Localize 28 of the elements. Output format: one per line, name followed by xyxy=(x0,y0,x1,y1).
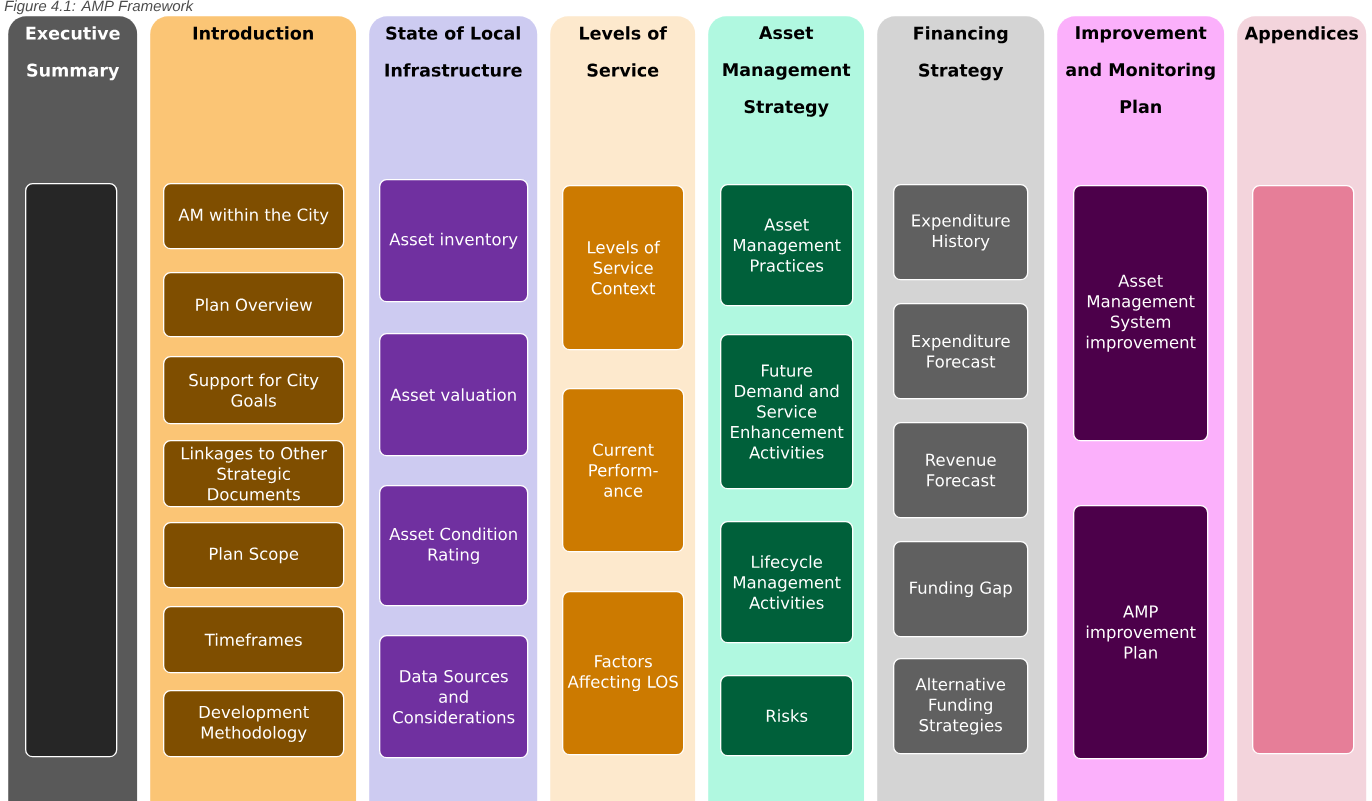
section-box: Current Perform- ance xyxy=(562,388,685,553)
section-box: Asset Management System improvement xyxy=(1073,185,1209,442)
section-box: Lifecycle Management Activities xyxy=(720,521,854,644)
section-box: Expenditure History xyxy=(893,184,1029,281)
section-box: Funding Gap xyxy=(893,541,1029,638)
section-box: Timeframes xyxy=(163,606,345,674)
section-box: Asset Management Practices xyxy=(720,184,854,307)
section-box: Asset valuation xyxy=(379,333,529,457)
section-box: Revenue Forecast xyxy=(893,422,1029,519)
section-box: Risks xyxy=(720,675,854,757)
section-box: AM within the City xyxy=(163,183,345,250)
section-box: Alternative Funding Strategies xyxy=(893,658,1029,755)
empty-box xyxy=(25,183,118,758)
section-box: Asset inventory xyxy=(379,179,529,303)
empty-box xyxy=(1252,185,1355,755)
section-box: Plan Scope xyxy=(163,522,345,589)
section-box: Development Methodology xyxy=(163,690,345,758)
section-box: Support for City Goals xyxy=(163,356,345,425)
section-box: Asset Condition Rating xyxy=(379,485,529,607)
section-box: Expenditure Forecast xyxy=(893,303,1029,400)
section-box: Linkages to Other Strategic Documents xyxy=(163,440,345,508)
section-box: Data Sources and Considerations xyxy=(379,635,529,759)
figure-title: Figure 4.1: AMP Framework xyxy=(4,0,194,15)
section-box: Levels of Service Context xyxy=(562,185,685,351)
section-box: Plan Overview xyxy=(163,272,345,338)
section-box: Factors Affecting LOS xyxy=(562,591,685,756)
section-box: AMP improvement Plan xyxy=(1073,505,1209,760)
section-box: Future Demand and Service Enhancement Activities xyxy=(720,334,854,490)
